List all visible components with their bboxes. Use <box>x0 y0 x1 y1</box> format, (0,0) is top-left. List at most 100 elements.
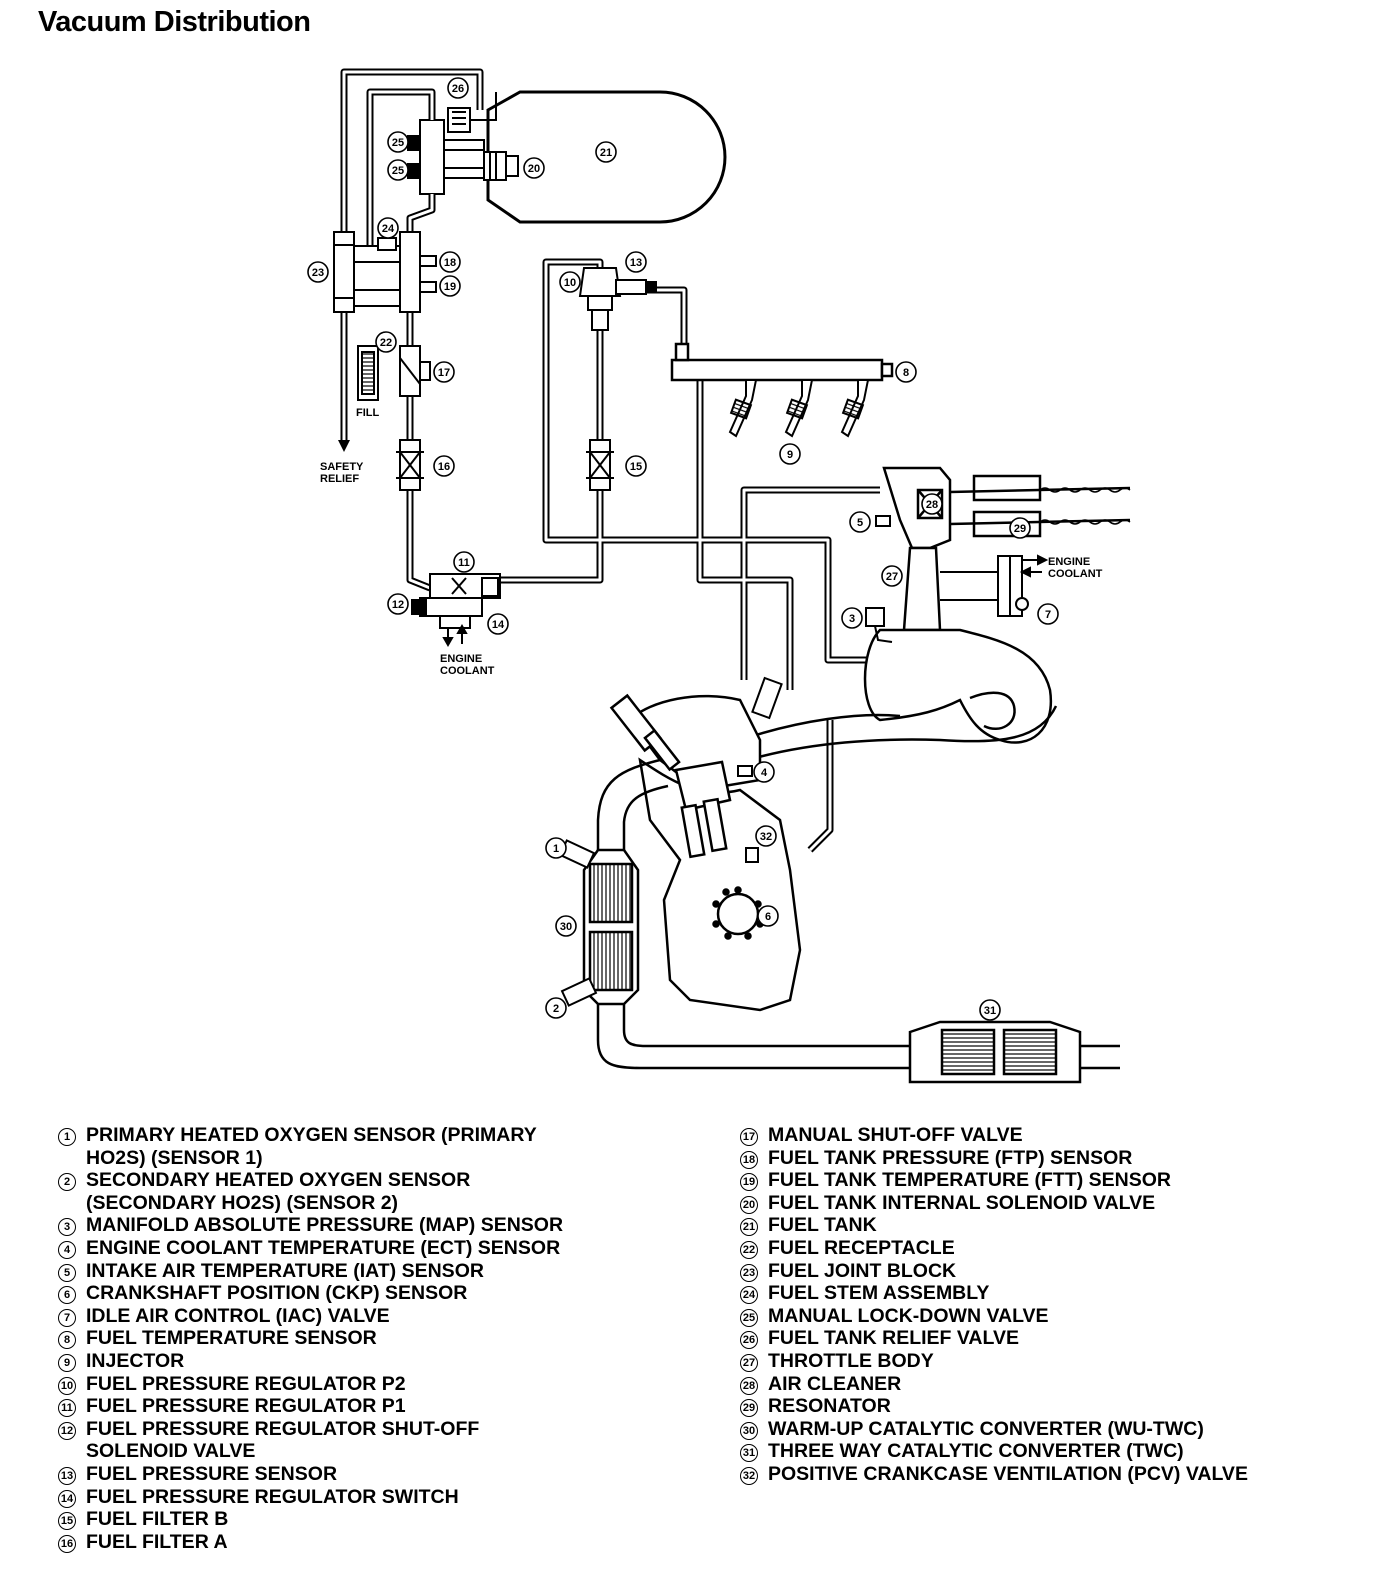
legend-number-badge: 7 <box>58 1308 76 1327</box>
legend-number-badge: 6 <box>58 1286 76 1305</box>
legend-text: POSITIVE CRANKCASE VENTILATION (PCV) VAL… <box>768 1462 1248 1485</box>
exhaust-pipe <box>596 758 1120 1070</box>
legend-text: SECONDARY HEATED OXYGEN SENSOR (SECONDAR… <box>86 1169 471 1214</box>
callout-12: 12 <box>387 593 409 615</box>
svg-text:4: 4 <box>761 767 768 779</box>
callout-25-lower: 25 <box>387 159 409 181</box>
svg-text:27: 27 <box>886 571 898 583</box>
intake-snorkel-wave <box>1039 487 1131 525</box>
callout-14: 14 <box>487 613 509 635</box>
callout-13: 13 <box>625 251 647 273</box>
callout-16: 16 <box>433 455 455 477</box>
legend-text: FUEL TANK PRESSURE (FTP) SENSOR <box>768 1146 1133 1169</box>
svg-text:23: 23 <box>312 267 324 279</box>
legend-number-badge: 10 <box>58 1376 76 1395</box>
intake-runner <box>739 705 1058 762</box>
svg-text:14: 14 <box>492 619 505 631</box>
callout-21: 21 <box>595 141 617 163</box>
ect-sensor <box>737 765 753 777</box>
callout-7: 7 <box>1037 603 1059 625</box>
legend-number-badge: 17 <box>740 1128 758 1146</box>
legend-text: FUEL TANK RELIEF VALVE <box>768 1327 1019 1350</box>
callout-29: 29 <box>1009 517 1031 539</box>
legend-number-badge: 12 <box>58 1421 76 1440</box>
svg-text:29: 29 <box>1014 523 1026 535</box>
safety-relief-label-2: RELIEF <box>320 473 359 485</box>
callout-18: 18 <box>439 251 461 273</box>
engine-coolant-label-1a: ENGINE <box>440 653 482 665</box>
fuel-joint-block <box>333 231 421 313</box>
callout-9: 9 <box>779 443 801 465</box>
svg-text:18: 18 <box>444 257 456 269</box>
legend-text: FUEL FILTER B <box>86 1508 229 1531</box>
svg-text:10: 10 <box>564 277 576 289</box>
vacuum-distribution-diagram: 1 2 3 4 5 6 7 8 9 10 11 12 13 14 15 16 1… <box>307 68 1131 1084</box>
svg-text:5: 5 <box>857 517 863 529</box>
legend-text: FUEL RECEPTACLE <box>768 1236 955 1259</box>
fuel-tank-relief-valve <box>447 92 497 133</box>
fuel-filter-b <box>586 439 614 491</box>
svg-text:2: 2 <box>553 1003 559 1015</box>
engine-coolant-label-2b: COOLANT <box>1048 568 1103 580</box>
callout-11: 11 <box>453 551 475 573</box>
legend-text: FUEL FILTER A <box>86 1530 228 1553</box>
legend-number-badge: 23 <box>740 1263 758 1282</box>
legend-text: THREE WAY CATALYTIC CONVERTER (TWC) <box>768 1440 1184 1463</box>
page-title: Vacuum Distribution <box>38 6 311 38</box>
callout-22: 22 <box>375 331 397 353</box>
legend-text: INJECTOR <box>86 1349 185 1372</box>
resonator <box>949 474 1131 538</box>
legend-text: FUEL PRESSURE SENSOR <box>86 1462 338 1485</box>
svg-text:8: 8 <box>903 367 909 379</box>
legend-item: 31 THREE WAY CATALYTIC CONVERTER (TWC) <box>740 1440 1248 1463</box>
legend-number-badge: 31 <box>740 1444 758 1463</box>
piston <box>674 760 732 859</box>
legend-number-badge: 2 <box>58 1173 76 1192</box>
legend-text: FUEL TANK <box>768 1214 877 1237</box>
fuel-rail <box>670 342 894 382</box>
callout-31: 31 <box>979 999 1001 1021</box>
legend-text: FUEL PRESSURE REGULATOR SWITCH <box>86 1485 459 1508</box>
safety-relief-arrow <box>338 440 350 452</box>
legend-number-badge: 8 <box>58 1331 76 1350</box>
ftp-ftt-sensors <box>419 255 437 293</box>
svg-text:7: 7 <box>1045 609 1051 621</box>
legend-text: FUEL JOINT BLOCK <box>768 1259 957 1282</box>
callout-28: 28 <box>921 493 943 515</box>
callout-25-upper: 25 <box>387 131 409 153</box>
legend-number-badge: 11 <box>58 1399 76 1418</box>
legend-number-badge: 9 <box>58 1353 76 1372</box>
svg-text:25: 25 <box>392 165 404 177</box>
injectors <box>728 379 870 438</box>
callout-6: 6 <box>757 905 779 927</box>
legend-text: IDLE AIR CONTROL (IAC) VALVE <box>86 1304 390 1327</box>
legend-number-badge: 14 <box>58 1489 76 1508</box>
legend-item: 7 IDLE AIR CONTROL (IAC) VALVE <box>58 1305 563 1328</box>
svg-text:9: 9 <box>787 449 793 461</box>
fuel-receptacle <box>357 345 379 401</box>
callouts: 1 2 3 4 5 6 7 8 9 10 11 12 13 14 15 16 1… <box>307 77 1059 1021</box>
legend-item: 8 FUEL TEMPERATURE SENSOR <box>58 1327 563 1350</box>
svg-text:28: 28 <box>926 499 938 511</box>
engine-coolant-arrows-2 <box>1019 554 1049 578</box>
callout-5: 5 <box>849 511 871 533</box>
legend-text: FUEL TEMPERATURE SENSOR <box>86 1327 377 1350</box>
map-sensor <box>865 607 893 643</box>
svg-text:15: 15 <box>630 461 642 473</box>
callout-1: 1 <box>545 837 567 859</box>
legend-text: FUEL TANK INTERNAL SOLENOID VALVE <box>768 1191 1156 1214</box>
